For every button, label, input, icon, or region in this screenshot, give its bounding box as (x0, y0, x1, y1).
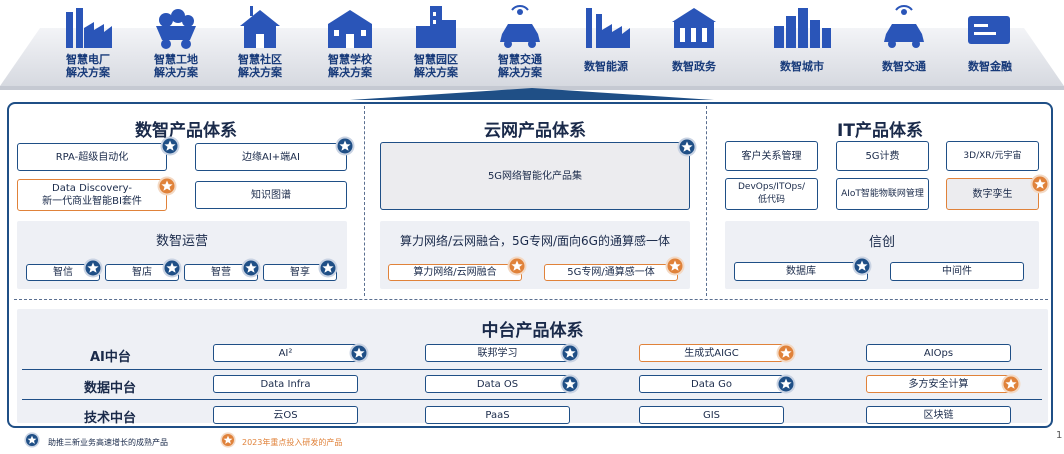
mature-product-star-icon (349, 343, 369, 363)
middle-platform-title: 中台产品体系 (481, 321, 584, 341)
product-devops: DevOps/ITOps/ 低代码 (725, 178, 818, 210)
platform-aigc: 生成式AIGC (639, 344, 784, 362)
platform-paas: PaaS (425, 406, 570, 424)
row-divider (22, 399, 1042, 400)
government-building-icon (672, 8, 716, 48)
solution-label-power-plant: 智慧电厂 解决方案 (66, 53, 110, 79)
power-plant-icon (66, 8, 112, 48)
cloud-products-title: 云网产品体系 (484, 121, 586, 141)
mature-product-star-icon (776, 374, 796, 394)
legend-rd-products: 2023年重点投入研发的产品 (242, 438, 343, 447)
solution-label-city: 数智城市 (780, 60, 824, 73)
mature-product-star-icon (560, 374, 580, 394)
product-5g-billing: 5G计费 (836, 141, 929, 171)
product-compute-network: 算力网络/云网融合 (388, 264, 522, 281)
bank-card-icon (968, 16, 1010, 44)
legend-mature-products: 助推三新业务高速增长的成熟产品 (48, 438, 168, 447)
digital-ops-title: 数智运营 (155, 234, 208, 249)
platform-aiops: AIOps (866, 344, 1011, 362)
row-divider (22, 369, 1042, 370)
solution-label-government: 数智政务 (672, 60, 716, 73)
community-icon (240, 6, 280, 48)
middle-platform-panel (17, 309, 1048, 423)
product-digital-twin: 数字孪生 (946, 178, 1039, 210)
product-data-discovery: Data Discovery- 新一代商业智能BI套件 (17, 179, 167, 211)
product-rpa: RPA-超级自动化 (17, 143, 167, 171)
compute-network-title: 算力网络/云网融合，5G专网/面向6G的通算感一体 (400, 234, 670, 248)
platform-gis: GIS (639, 406, 784, 424)
solution-label-traffic: 智慧交通 解决方案 (498, 53, 542, 79)
mature-product-star-icon (335, 136, 355, 156)
row-label-ai: AI中台 (90, 350, 131, 365)
platform-federated-learning: 联邦学习 (425, 344, 570, 362)
solution-label-transport: 数智交通 (882, 60, 926, 73)
row-label-tech: 技术中台 (84, 411, 137, 426)
platform-blockchain: 区块链 (866, 406, 1011, 424)
mature-product-star-icon (83, 258, 103, 278)
product-xr-metaverse: 3D/XR/元宇宙 (946, 141, 1039, 171)
connected-car-icon (884, 5, 924, 48)
connected-car-icon (500, 5, 540, 48)
platform-mpc: 多方安全计算 (866, 375, 1011, 393)
school-icon (328, 10, 372, 48)
product-knowledge-graph: 知识图谱 (195, 181, 347, 209)
rd-product-star-icon (1030, 174, 1050, 194)
product-5g-intelligence: 5G网络智能化产品集 (380, 142, 690, 210)
rd-product-star-icon (665, 256, 685, 276)
platform-ai2: AI² (213, 344, 358, 362)
rd-product-star-icon (157, 176, 177, 196)
solution-label-school: 智慧学校 解决方案 (328, 53, 372, 79)
product-crm: 客户关系管理 (725, 141, 818, 171)
legend-blue-star-icon (24, 432, 40, 448)
solution-label-park: 智慧园区 解决方案 (414, 53, 458, 79)
product-edge-ai: 边缘AI+端AI (195, 143, 347, 171)
column-divider (706, 106, 707, 296)
it-products-title: IT产品体系 (837, 121, 923, 141)
ops-item-zhiying: 智营 (184, 264, 258, 281)
rd-product-star-icon (776, 343, 796, 363)
platform-data-os: Data OS (425, 375, 570, 393)
xinchuang-title: 信创 (868, 235, 895, 250)
construction-site-icon (156, 9, 196, 49)
legend-orange-star-icon (220, 432, 236, 448)
solution-label-community: 智慧社区 解决方案 (238, 53, 282, 79)
mature-product-star-icon (241, 258, 261, 278)
product-middleware: 中间件 (890, 262, 1024, 281)
solution-label-construction: 智慧工地 解决方案 (154, 53, 198, 79)
mature-product-star-icon (677, 137, 697, 157)
mature-product-star-icon (560, 343, 580, 363)
row-label-data: 数据中台 (84, 381, 137, 396)
rd-product-star-icon (507, 256, 527, 276)
mature-product-star-icon (318, 258, 338, 278)
platform-data-infra: Data Infra (213, 375, 358, 393)
mature-product-star-icon (852, 256, 872, 276)
industrial-park-icon (416, 6, 456, 48)
platform-cloud-os: 云OS (213, 406, 358, 424)
platform-data-go: Data Go (639, 375, 784, 393)
city-skyline-icon (774, 8, 831, 48)
product-5g-private-network: 5G专网/通算感一体 (544, 264, 678, 281)
product-database: 数据库 (734, 262, 868, 281)
page-number: 1 (1056, 430, 1063, 441)
mature-product-star-icon (160, 136, 180, 156)
solution-label-energy: 数智能源 (584, 60, 628, 73)
column-divider (364, 106, 365, 296)
ops-item-zhixiang: 智享 (263, 264, 337, 281)
energy-factory-icon (586, 8, 630, 48)
product-aiot: AIoT智能物联网管理 (836, 178, 929, 210)
mature-product-star-icon (162, 258, 182, 278)
ops-item-zhidian: 智店 (105, 264, 179, 281)
section-divider (14, 299, 1048, 300)
solution-label-finance: 数智金融 (968, 60, 1012, 73)
rd-product-star-icon (1001, 374, 1021, 394)
digital-products-title: 数智产品体系 (135, 121, 237, 141)
